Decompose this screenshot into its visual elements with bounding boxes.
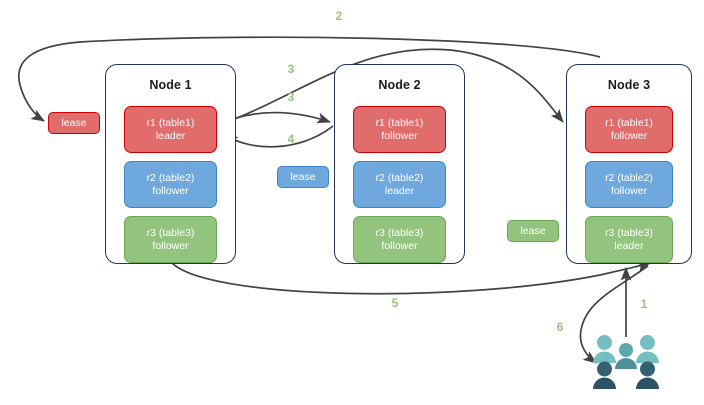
replica-role: leader — [614, 239, 644, 252]
replica-role: follower — [381, 239, 418, 252]
node-title: Node 1 — [149, 78, 192, 92]
replica-name: r2 (table2) — [375, 171, 424, 184]
node-title: Node 3 — [607, 78, 651, 92]
replica-role: follower — [610, 184, 648, 197]
step-label-4: 4 — [287, 132, 295, 146]
replica-name: r1 (table1) — [375, 116, 424, 129]
edge-step-4 — [224, 125, 334, 148]
users-group-icon — [593, 335, 659, 389]
step-label-5: 5 — [391, 296, 399, 310]
replica-role: leader — [155, 129, 186, 142]
node-title: Node 2 — [378, 78, 421, 92]
replica-name: r3 (table3) — [605, 226, 653, 239]
lease-chip-red[interactable]: lease — [48, 112, 100, 134]
replica-role: follower — [381, 129, 418, 142]
node-box-2[interactable]: Node 2 r1 (table1) follower r2 (table2) … — [334, 64, 465, 264]
replica-role: leader — [384, 184, 415, 197]
replica-name: r3 (table3) — [146, 226, 195, 239]
replica-r2[interactable]: r2 (table2) leader — [353, 161, 446, 208]
step-label-2: 2 — [335, 9, 343, 23]
lease-label: lease — [520, 225, 546, 237]
step-label-1: 1 — [640, 297, 648, 311]
edge-step-5 — [171, 261, 651, 295]
replica-r2[interactable]: r2 (table2) follower — [124, 161, 217, 208]
replica-r3[interactable]: r3 (table3) follower — [353, 216, 446, 263]
replica-name: r2 (table2) — [605, 171, 653, 184]
replica-role: follower — [152, 184, 189, 197]
replica-r1[interactable]: r1 (table1) follower — [353, 106, 446, 153]
replica-role: follower — [610, 129, 648, 142]
lease-chip-green[interactable]: lease — [507, 220, 559, 242]
node-box-1[interactable]: Node 1 r1 (table1) leader r2 (table2) fo… — [105, 64, 236, 264]
node-box-3[interactable]: Node 3 r1 (table1) follower r2 (table2) … — [566, 64, 692, 264]
lease-label: lease — [290, 171, 316, 183]
replica-r1[interactable]: r1 (table1) leader — [124, 106, 217, 153]
step-label-3-upper: 3 — [287, 62, 295, 76]
replica-name: r1 (table1) — [605, 116, 653, 129]
replica-name: r3 (table3) — [375, 226, 424, 239]
replica-name: r1 (table1) — [146, 116, 195, 129]
replica-role: follower — [152, 239, 189, 252]
lease-label: lease — [61, 117, 87, 129]
replica-r3[interactable]: r3 (table3) follower — [124, 216, 217, 263]
replica-r1[interactable]: r1 (table1) follower — [585, 106, 673, 153]
replica-r3[interactable]: r3 (table3) leader — [585, 216, 673, 263]
replica-name: r2 (table2) — [146, 171, 195, 184]
step-label-6: 6 — [556, 320, 564, 334]
lease-chip-blue[interactable]: lease — [277, 166, 329, 188]
replica-r2[interactable]: r2 (table2) follower — [585, 161, 673, 208]
step-label-3-lower: 3 — [287, 90, 295, 104]
